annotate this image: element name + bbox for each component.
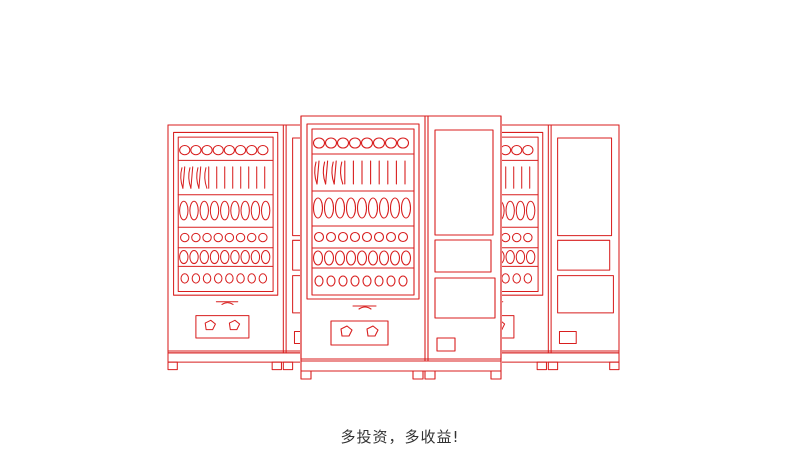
- display-window: [306, 123, 420, 300]
- payment-panel: [557, 239, 611, 271]
- pickup-tray: [330, 320, 389, 346]
- vending-machine-front: [300, 115, 502, 380]
- slogan-caption: 多投资，多收益!: [340, 428, 460, 446]
- coin-panel: [557, 275, 614, 314]
- button: [558, 330, 577, 345]
- display-window: [173, 131, 279, 296]
- vending-machines-illustration: [167, 115, 620, 380]
- payment-panel: [434, 239, 492, 273]
- screen-panel: [434, 129, 494, 236]
- coin-panel: [434, 277, 496, 319]
- button: [436, 337, 456, 352]
- screen-panel: [557, 137, 613, 237]
- vending-machine-left: [167, 124, 355, 371]
- pickup-tray: [195, 315, 250, 339]
